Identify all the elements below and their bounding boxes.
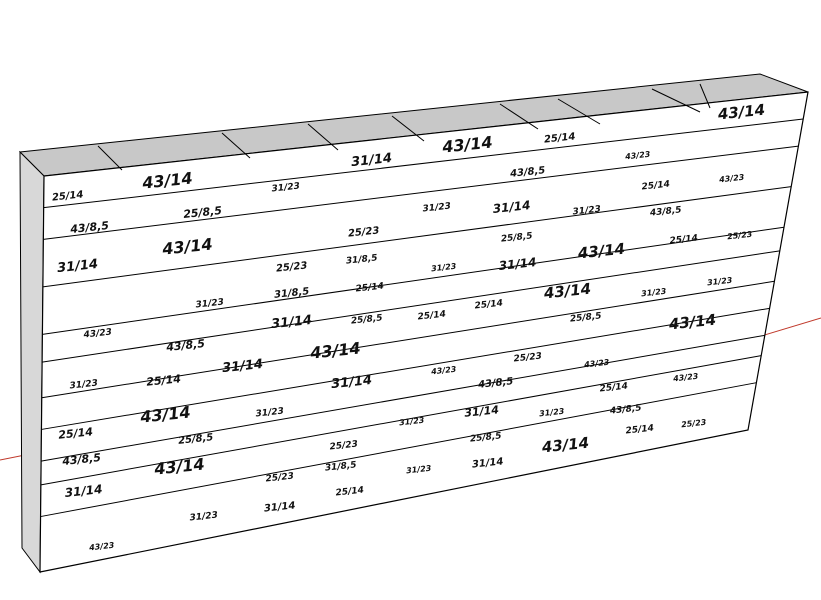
block-label: 43/8,5 — [509, 165, 546, 180]
block-label: 43/14 — [576, 240, 626, 263]
block-label: 25/14 — [599, 382, 628, 395]
block-label: 31/14 — [498, 255, 537, 273]
block-label: 31/14 — [56, 257, 98, 276]
block-label: 31/14 — [350, 151, 392, 170]
block-label: 31/8,5 — [324, 460, 357, 473]
block-label: 25/14 — [641, 180, 670, 193]
block-label: 31/14 — [492, 198, 531, 216]
block-label: 25/8,5 — [569, 311, 602, 324]
top-joint — [307, 123, 339, 151]
block-label: 31/23 — [195, 298, 224, 311]
course-joint — [42, 226, 785, 335]
block-label: 31/14 — [330, 373, 372, 392]
block-label: 43/14 — [667, 311, 717, 334]
block-label: 31/23 — [189, 511, 218, 524]
block-label: 31/23 — [271, 182, 300, 195]
course-joint — [41, 334, 765, 462]
block-label: 31/23 — [431, 262, 457, 274]
course-joint — [43, 145, 799, 240]
block-label: 43/23 — [88, 541, 115, 553]
block-label: 31/23 — [422, 202, 451, 215]
block-label: 25/14 — [335, 486, 364, 499]
block-label: 25/23 — [265, 472, 294, 485]
block-label: 25/14 — [669, 234, 698, 247]
block-label: 43/14 — [542, 280, 592, 303]
block-label: 43/8,5 — [165, 337, 206, 354]
course-joint — [40, 355, 762, 486]
block-label: 31/14 — [221, 357, 263, 376]
block-label: 43/14 — [716, 101, 766, 124]
wall-front-face — [39, 91, 809, 573]
block-label: 25/8,5 — [178, 432, 214, 447]
block-label: 25/14 — [146, 372, 182, 389]
block-label: 31/23 — [572, 205, 601, 218]
block-label: 31/14 — [464, 403, 500, 420]
block-label: 31/23 — [406, 464, 432, 476]
block-label: 25/23 — [329, 440, 358, 453]
block-label: 43/8,5 — [608, 403, 642, 416]
top-joint — [557, 98, 601, 125]
block-label: 31/8,5 — [274, 286, 310, 301]
block-label: 43/8,5 — [69, 219, 110, 236]
block-label: 31/23 — [539, 407, 565, 419]
block-label: 43/8,5 — [477, 376, 514, 391]
block-label: 25/8,5 — [500, 231, 533, 244]
block-label: 31/23 — [69, 379, 98, 392]
block-label: 25/14 — [625, 424, 654, 437]
block-label: 43/8,5 — [61, 451, 102, 468]
block-label: 43/23 — [672, 372, 699, 384]
course-joint — [41, 307, 770, 430]
block-label: 43/23 — [583, 358, 610, 370]
block-label: 25/23 — [727, 230, 753, 242]
block-label: 25/23 — [681, 418, 707, 430]
block-label: 43/14 — [540, 434, 590, 457]
block-label: 25/8,5 — [183, 204, 223, 221]
course-joint — [40, 382, 757, 518]
block-label: 25/23 — [348, 225, 381, 239]
course-joint — [42, 186, 792, 288]
block-label: 31/23 — [707, 276, 733, 288]
block-label: 43/8,5 — [648, 205, 682, 218]
block-label: 25/14 — [52, 189, 85, 203]
block-label: 31/14 — [270, 313, 312, 332]
block-label: 43/23 — [82, 328, 112, 341]
top-joint — [221, 132, 251, 159]
block-label: 43/23 — [718, 173, 745, 185]
block-label: 25/14 — [544, 131, 577, 145]
block-label: 25/23 — [513, 352, 542, 365]
top-joint — [391, 115, 425, 142]
block-label: 43/23 — [624, 150, 651, 162]
block-label: 31/23 — [641, 287, 667, 299]
course-joint — [42, 250, 780, 363]
block-label: 25/23 — [276, 260, 309, 274]
block-label: 31/23 — [399, 416, 425, 428]
block-label: 25/8,5 — [469, 431, 502, 444]
block-label: 31/14 — [472, 456, 505, 470]
block-label: 31/14 — [264, 500, 297, 514]
course-joint — [41, 280, 775, 399]
top-joint — [499, 103, 539, 130]
top-joint — [97, 145, 123, 171]
block-label: 31/14 — [64, 482, 103, 500]
block-label: 31/23 — [255, 407, 284, 420]
block-label: 25/14 — [355, 282, 384, 295]
top-joint — [699, 83, 711, 109]
course-joint — [43, 118, 804, 209]
block-label: 25/14 — [474, 299, 503, 312]
block-label: 25/14 — [58, 425, 94, 442]
block-label: 31/8,5 — [345, 253, 378, 266]
block-label: 25/8,5 — [350, 313, 383, 326]
block-label: 25/14 — [417, 310, 446, 323]
top-joint — [651, 88, 701, 113]
block-courses — [40, 83, 804, 518]
block-label: 43/23 — [430, 365, 457, 377]
